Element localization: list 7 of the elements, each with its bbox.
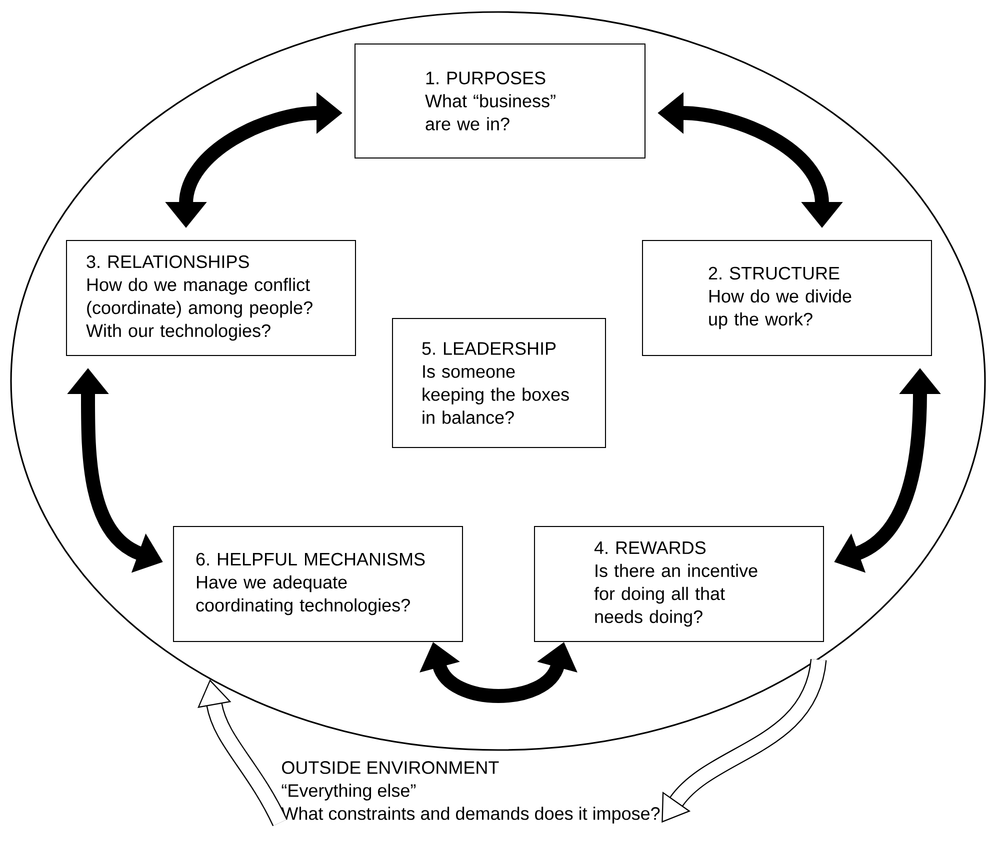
text-box: 6. HELPFUL MECHANISMS Have we adequate coordinating technologies?	[173, 526, 463, 642]
text-box: 5. LEADERSHIP Is someone keeping the boxes in balance?	[392, 318, 606, 448]
text-box: 4. REWARDS Is there an incentive for doing all that needs doing?	[534, 526, 824, 642]
text-box: 1. PURPOSES What “business” are we in?	[354, 44, 646, 158]
organization-ellipse	[10, 11, 986, 751]
text-box: 2. STRUCTURE How do we divide up the work?	[642, 240, 932, 356]
text-box: 3. RELATIONSHIPS How do we manage conflict (coordinate) among people? With our technologies?	[66, 240, 356, 356]
